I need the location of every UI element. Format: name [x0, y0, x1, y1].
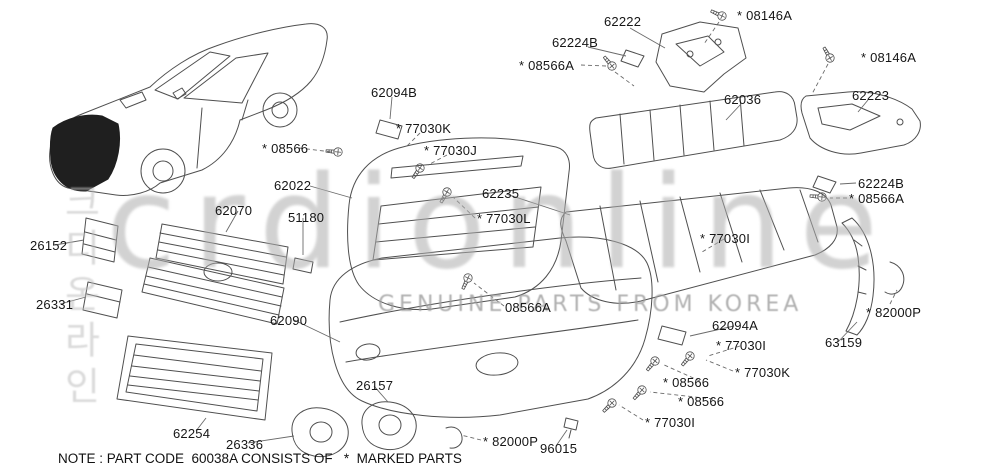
bracket-62094A [657, 325, 687, 346]
car-illustration [49, 23, 328, 196]
screw-icon [809, 191, 828, 203]
part-label-08146A-top: * 08146A [737, 8, 793, 23]
part-label-62090: 62090 [270, 313, 308, 328]
hook-82000P-bottom [445, 426, 463, 449]
part-label-08566-b2: * 08566 [678, 394, 725, 409]
part-label-77030I-1: * 77030I [700, 231, 751, 246]
part-label-62235: 62235 [482, 186, 520, 201]
under-cover-62235 [560, 187, 838, 304]
part-label-62036: 62036 [724, 92, 762, 107]
part-label-62094B: 62094B [371, 85, 418, 100]
part-label-62070: 62070 [215, 203, 253, 218]
part-label-08566-top: * 08566 [262, 141, 309, 156]
part-label-62222: 62222 [604, 14, 642, 29]
bumper-bracket-62222 [655, 21, 747, 93]
part-label-77030K-top: * 77030K [396, 121, 452, 136]
part-label-62223: 62223 [852, 88, 890, 103]
part-label-08566A-top: * 08566A [519, 58, 575, 73]
grille-bracket-26152 [81, 217, 119, 263]
clip-96015 [563, 417, 579, 439]
clip-62224B-left [620, 49, 645, 68]
screw-icon [643, 354, 662, 374]
part-label-08566-b1: * 08566 [663, 375, 710, 390]
screw-icon [600, 396, 619, 415]
part-label-82000P-bottom: * 82000P [483, 434, 539, 449]
part-label-63159: 63159 [825, 335, 863, 350]
part-code-note: NOTE : PART CODE 60038A CONSISTS OF * MA… [58, 451, 462, 466]
part-label-26157: 26157 [356, 378, 394, 393]
part-label-62224B-right: 62224B [858, 176, 905, 191]
part-label-62224B-top: 62224B [552, 35, 599, 50]
part-label-77030I-3: * 77030I [645, 415, 696, 430]
part-label-62094A: 62094A [712, 318, 759, 333]
bumper-bracket-62223 [800, 91, 921, 155]
part-label-51180: 51180 [288, 210, 325, 225]
bumper-side-stay-63159 [841, 217, 875, 336]
leader-lines [54, 21, 898, 447]
screw-icon [819, 45, 837, 65]
clip-62224B-right [812, 175, 837, 194]
part-label-26336: 26336 [226, 437, 264, 452]
fog-lamp-cover-26336 [291, 407, 349, 458]
screw-icon [600, 53, 619, 73]
part-label-96015: 96015 [540, 441, 578, 456]
screw-icon [708, 6, 729, 23]
part-label-77030I-2: * 77030I [716, 338, 767, 353]
part-label-62254: 62254 [173, 426, 211, 441]
screw-icon [678, 349, 697, 369]
screw-icon [436, 185, 454, 205]
part-label-82000P-right: * 82000P [866, 305, 922, 320]
screw-icon [458, 271, 475, 292]
grille-bracket-26331 [82, 281, 123, 319]
part-label-77030J: * 77030J [424, 143, 477, 158]
bracket-62094B [375, 119, 403, 140]
screw-icon [630, 383, 649, 403]
clip-51180 [292, 257, 314, 274]
part-label-08146A-right: * 08146A [861, 50, 917, 65]
bumper-upper-section-62022 [347, 137, 570, 311]
part-label-08566A-right: * 08566A [849, 191, 905, 206]
part-label-26152: 26152 [30, 238, 68, 253]
front-bumper-cover [328, 236, 653, 418]
part-label-08566A-mid: 08566A [505, 300, 552, 315]
part-label-62022: 62022 [274, 178, 312, 193]
part-label-77030L: * 77030L [477, 211, 531, 226]
fog-lamp-cover-26157 [361, 401, 417, 451]
hook-82000P-right [884, 261, 905, 295]
part-label-77030K-bottom: * 77030K [735, 365, 791, 380]
impact-absorber-62036 [589, 91, 798, 169]
radiator-grille-parts [141, 223, 289, 325]
part-label-26331: 26331 [36, 297, 74, 312]
lower-grille-62254 [116, 335, 273, 421]
